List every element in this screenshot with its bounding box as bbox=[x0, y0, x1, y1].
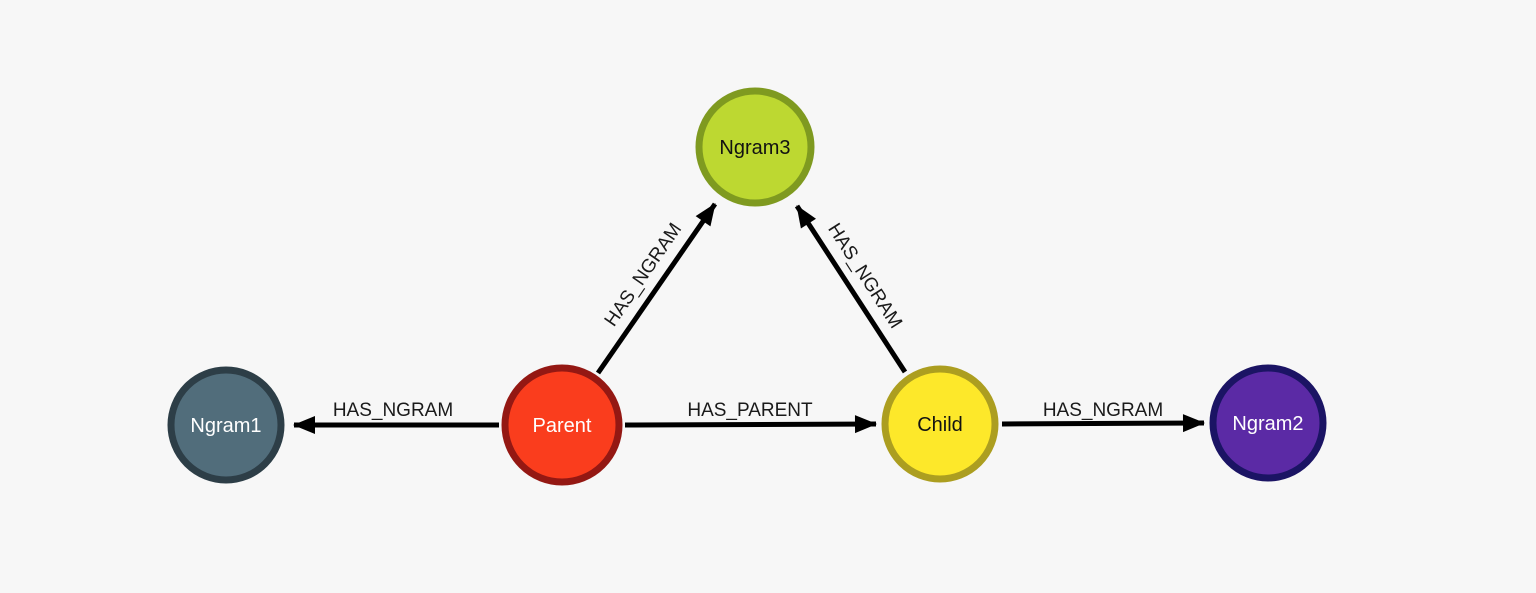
edge-label[interactable]: HAS_PARENT bbox=[687, 400, 813, 421]
node-ngram1[interactable]: Ngram1 bbox=[167, 366, 285, 484]
edge-label[interactable]: HAS_NGRAM bbox=[333, 400, 453, 421]
edge-label[interactable]: HAS_NGRAM bbox=[823, 220, 906, 333]
edge-parent-has_parent-child[interactable]: HAS_PARENT bbox=[624, 400, 877, 434]
node-circle[interactable] bbox=[501, 364, 623, 486]
node-child[interactable]: Child bbox=[881, 365, 999, 483]
edge-line[interactable] bbox=[624, 415, 877, 434]
edge-label[interactable]: HAS_NGRAM bbox=[1043, 400, 1163, 421]
node-circle[interactable] bbox=[167, 366, 285, 484]
node-ngram2[interactable]: Ngram2 bbox=[1209, 364, 1327, 482]
edge-label[interactable]: HAS_NGRAM bbox=[601, 219, 686, 330]
edge-line[interactable] bbox=[595, 202, 718, 375]
edge-group: HAS_NGRAM HAS_NGRAM HAS_PARENT HAS_NGRAM… bbox=[293, 202, 1205, 434]
node-parent[interactable]: Parent bbox=[501, 364, 623, 486]
edge-parent-has_ngram-ngram3[interactable]: HAS_NGRAM bbox=[595, 202, 718, 375]
node-circle[interactable] bbox=[1209, 364, 1327, 482]
edge-child-has_ngram-ngram2[interactable]: HAS_NGRAM bbox=[1001, 400, 1205, 433]
node-circle[interactable] bbox=[695, 87, 815, 207]
node-circle[interactable] bbox=[881, 365, 999, 483]
edge-parent-has_ngram-ngram1[interactable]: HAS_NGRAM bbox=[293, 400, 499, 434]
edge-line[interactable] bbox=[1001, 414, 1205, 433]
edge-child-has_ngram-ngram3[interactable]: HAS_NGRAM bbox=[794, 204, 908, 374]
node-ngram3[interactable]: Ngram3 bbox=[695, 87, 815, 207]
edge-line[interactable] bbox=[794, 204, 908, 374]
